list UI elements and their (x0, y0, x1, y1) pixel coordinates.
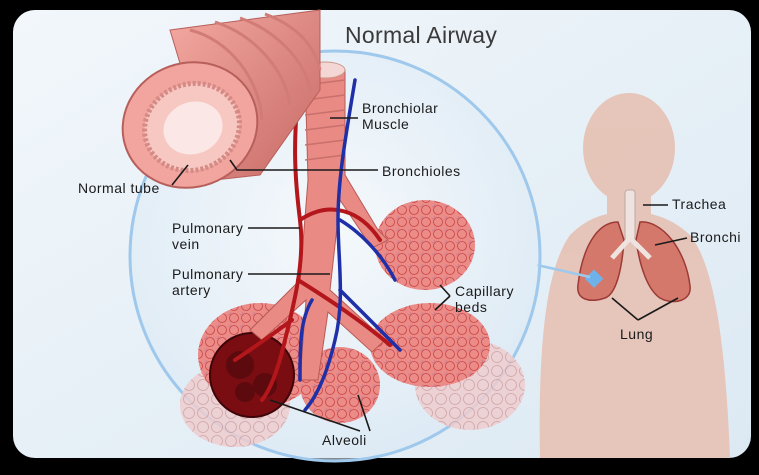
label-bronchioles: Bronchioles (382, 163, 461, 179)
label-trachea: Trachea (672, 196, 726, 212)
label-alveoli: Alveoli (322, 432, 367, 448)
label-bronchiolar-muscle: Bronchiolar Muscle (362, 100, 438, 132)
label-normal-tube: Normal tube (78, 180, 160, 196)
label-capillary-beds: Capillary beds (455, 283, 514, 315)
diagram-title: Normal Airway (345, 22, 497, 49)
label-bronchi: Bronchi (690, 229, 741, 245)
label-lung: Lung (620, 326, 653, 342)
label-pulmonary-vein: Pulmonary vein (172, 220, 243, 252)
label-pulmonary-artery: Pulmonary artery (172, 266, 243, 298)
